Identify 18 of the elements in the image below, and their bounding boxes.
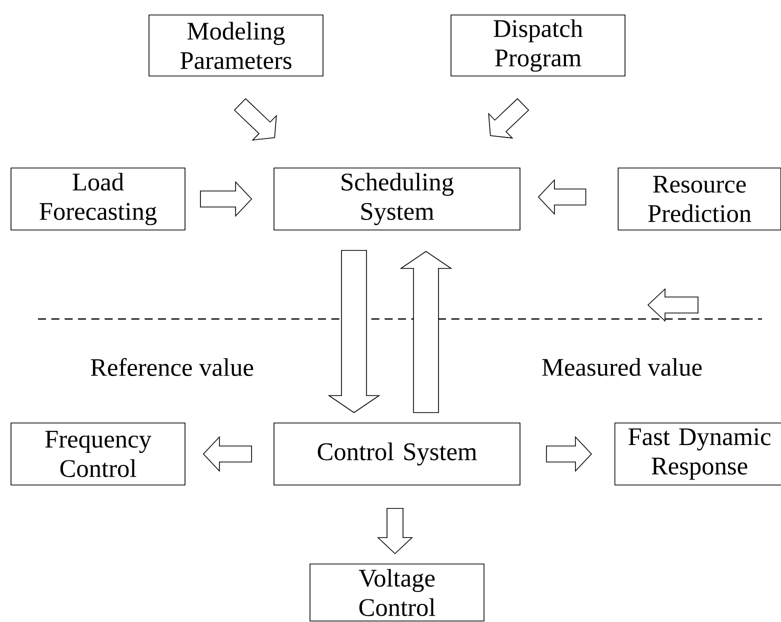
signal-label: Measured value [542,358,702,376]
process-box: Dispatch Program [450,14,626,76]
process-box: Load Forecasting [10,168,186,230]
block-arrow [377,508,414,554]
process-box: Scheduling System [274,168,520,230]
process-box: Frequency Control [10,422,186,486]
process-box: Resource Prediction [618,168,781,230]
block-arrow [328,250,380,414]
process-box: Modeling Parameters [148,14,324,76]
block-arrow [400,250,452,413]
block-arrow [202,436,252,472]
signal-label: Reference value [90,358,254,376]
block-arrow [538,179,586,216]
block-arrow [200,181,252,218]
process-box: Control System [274,422,520,486]
process-box: Voltage Control [310,564,484,622]
process-box: Fast Dynamic Response [614,422,781,486]
block-arrow [546,436,592,472]
